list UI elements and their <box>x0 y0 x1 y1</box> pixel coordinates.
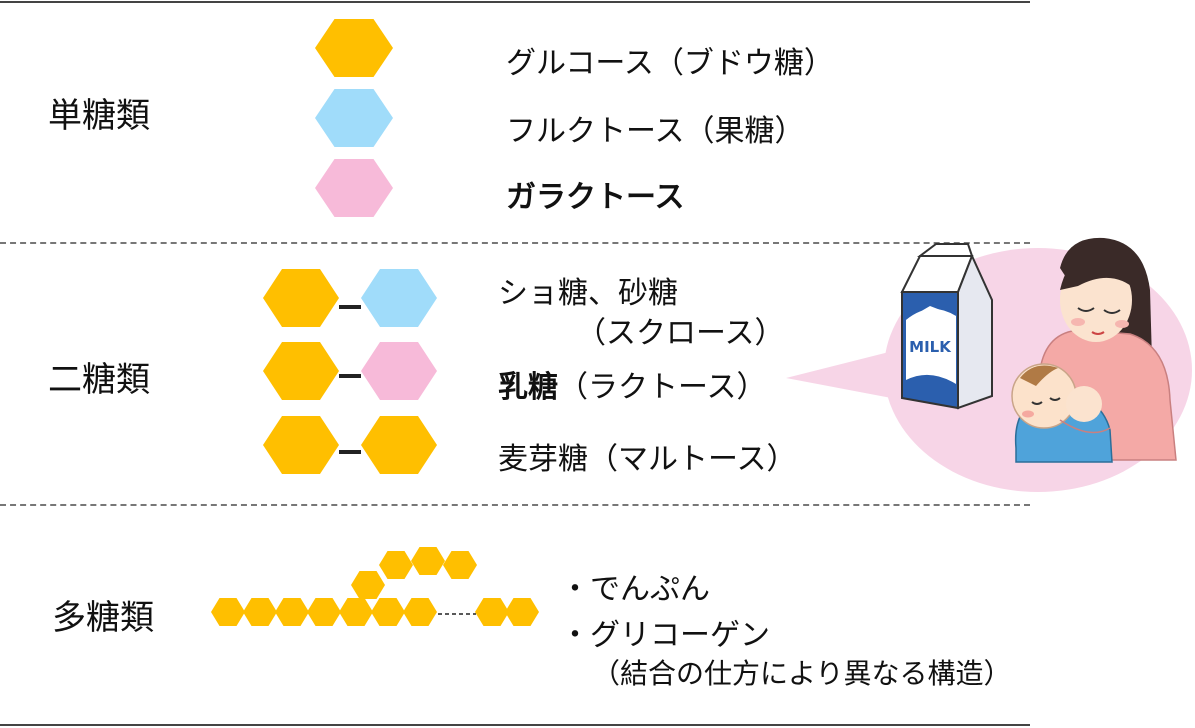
milk-carton-icon: MILK <box>900 243 993 410</box>
polysaccharide-branch-unit-3 <box>411 547 445 575</box>
polysaccharide-branch-unit-4 <box>443 551 477 579</box>
divider-mono-di <box>0 242 1030 244</box>
label-maltose: 麦芽糖（マルトース） <box>498 442 797 477</box>
bond-layer <box>339 305 476 615</box>
fructose-hexagon <box>315 89 393 147</box>
bottom-rule <box>0 724 1030 726</box>
polysaccharide-unit-3 <box>275 598 309 626</box>
label-structure-note: （結合の仕方により異なる構造） <box>592 657 1012 690</box>
sucrose-glucose-hexagon <box>263 269 339 327</box>
top-rule <box>0 1 1030 3</box>
polysaccharide-unit-8 <box>475 598 509 626</box>
polysaccharide-unit-5 <box>339 598 373 626</box>
polysaccharide-branch-unit-1 <box>351 571 385 599</box>
maltose-glucose-hexagon-1 <box>263 416 339 474</box>
hexagon-layer <box>211 19 539 626</box>
maltose-glucose-hexagon-2 <box>361 416 437 474</box>
lactose-glucose-hexagon <box>263 342 339 400</box>
label-lactose-bold: 乳糖 <box>498 370 558 405</box>
divider-di-poly <box>0 504 1030 506</box>
lactose-galactose-hexagon <box>361 342 437 400</box>
polysaccharide-unit-7 <box>403 598 437 626</box>
category-polysaccharides: 多糖類 <box>52 598 154 638</box>
label-starch: ・でんぷん <box>560 572 710 607</box>
category-monosaccharides: 単糖類 <box>48 96 150 136</box>
category-disaccharides: 二糖類 <box>48 360 150 400</box>
polysaccharide-branch-unit-2 <box>379 551 413 579</box>
polysaccharide-unit-9 <box>505 598 539 626</box>
glucose-hexagon <box>315 19 393 77</box>
label-glucose: グルコース（ブドウ糖） <box>506 46 834 81</box>
label-sucrose-line2: （スクロース） <box>576 316 785 351</box>
polysaccharide-unit-1 <box>211 598 245 626</box>
sucrose-fructose-hexagon <box>361 269 437 327</box>
label-fructose: フルクトース（果糖） <box>506 114 805 149</box>
polysaccharide-unit-6 <box>371 598 405 626</box>
label-lactose: 乳糖（ラクトース） <box>498 362 767 406</box>
label-lactose-rest: （ラクトース） <box>558 370 767 405</box>
bubble-tail <box>786 348 912 402</box>
label-sucrose-line1: ショ糖、砂糖 <box>498 276 678 311</box>
galactose-hexagon <box>315 159 393 217</box>
polysaccharide-unit-2 <box>243 598 277 626</box>
mother-breastfeeding-baby-icon <box>1011 237 1177 463</box>
label-galactose: ガラクトース <box>506 180 685 215</box>
polysaccharide-unit-4 <box>307 598 341 626</box>
label-glycogen: ・グリコーゲン <box>560 618 770 653</box>
milk-label-text: MILK <box>909 338 952 356</box>
